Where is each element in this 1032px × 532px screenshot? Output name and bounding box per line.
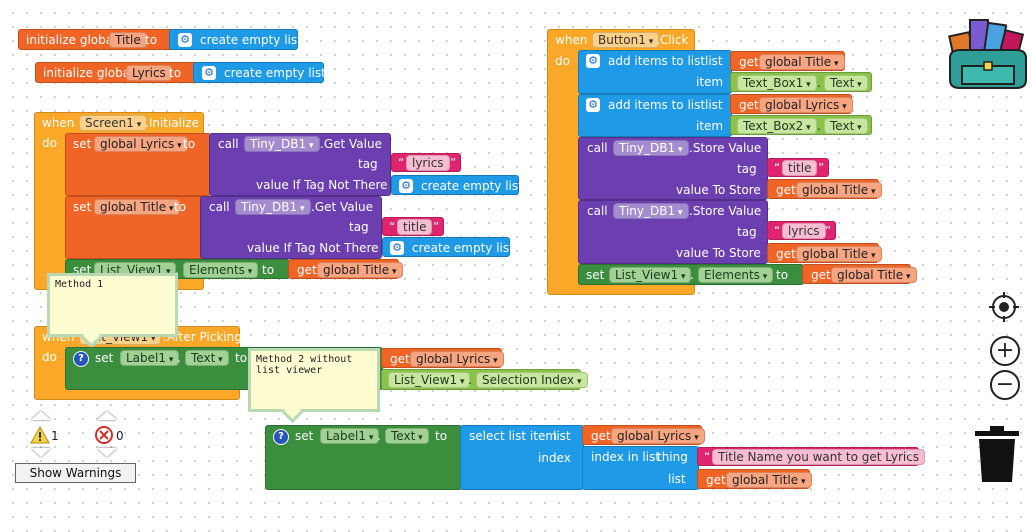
get-global-lyrics-block[interactable]: get global Lyrics bbox=[582, 425, 705, 445]
init-global-title-block[interactable]: initialize global Title to ⚙ create empt… bbox=[18, 29, 302, 50]
help-icon[interactable]: ? bbox=[73, 351, 89, 367]
screen1-dropdown[interactable]: Screen1 bbox=[79, 115, 148, 131]
tinydb-dropdown[interactable]: Tiny_DB1 bbox=[244, 136, 320, 152]
trash-icon[interactable] bbox=[974, 424, 1020, 484]
set-listview-elements-block[interactable]: set List_View1 . Elements to bbox=[578, 264, 804, 285]
add-items-to-list-block[interactable]: ⚙ add items to list list item bbox=[578, 94, 732, 137]
title-variable-name[interactable]: Title bbox=[109, 32, 147, 48]
error-down-arrow-icon[interactable] bbox=[97, 448, 117, 457]
text-lyrics-block[interactable]: “ lyrics ” bbox=[391, 153, 461, 172]
set-global-title-block[interactable]: set global Title to bbox=[65, 196, 207, 259]
warning-up-arrow-icon[interactable] bbox=[31, 411, 51, 420]
text-lyrics-block[interactable]: “ lyrics ” bbox=[767, 221, 836, 240]
show-warnings-button[interactable]: Show Warnings bbox=[15, 463, 136, 483]
error-count: 0 bbox=[116, 429, 124, 443]
tinydb-get-value-block[interactable]: call Tiny_DB1 .Get Value tag value If Ta… bbox=[209, 133, 391, 196]
zoom-in-icon[interactable]: + bbox=[990, 336, 1020, 366]
button1-dropdown[interactable]: Button1 bbox=[592, 32, 660, 48]
listview-selection-index-block[interactable]: List_View1 . Selection Index bbox=[381, 369, 588, 390]
textbox1-text-block[interactable]: Text_Box1 . Text bbox=[730, 72, 872, 92]
error-up-arrow-icon[interactable] bbox=[97, 411, 117, 420]
set-label-text-method2-block[interactable]: ? set Label1 . Text to bbox=[265, 425, 462, 490]
text-title-block[interactable]: “ title ” bbox=[767, 158, 829, 177]
get-global-title-block[interactable]: get global Title bbox=[767, 243, 882, 263]
comment-method-1[interactable]: Method 1 bbox=[47, 273, 178, 337]
warning-count: 1 bbox=[51, 429, 59, 443]
get-global-lyrics-block[interactable]: get global Lyrics bbox=[730, 94, 853, 114]
select-list-item-block[interactable]: select list item list index bbox=[460, 425, 584, 490]
create-empty-list-block[interactable]: ⚙ create empty list bbox=[169, 29, 302, 50]
get-global-title-block[interactable]: get global Title bbox=[288, 259, 403, 279]
add-items-to-list-block[interactable]: ⚙ add items to list list item bbox=[578, 50, 732, 94]
warning-icon bbox=[30, 426, 50, 444]
lyrics-variable-name[interactable]: Lyrics bbox=[126, 65, 172, 81]
get-global-title-block[interactable]: get global Title bbox=[730, 51, 845, 71]
error-icon bbox=[95, 426, 113, 444]
gear-icon[interactable]: ⚙ bbox=[399, 179, 413, 193]
recenter-icon[interactable] bbox=[988, 291, 1020, 323]
gear-icon[interactable]: ⚙ bbox=[202, 66, 216, 80]
index-in-list-block[interactable]: index in list thing list bbox=[582, 446, 699, 490]
text-title-block[interactable]: “ title ” bbox=[382, 217, 444, 236]
get-global-title-block[interactable]: get global Title bbox=[802, 264, 917, 284]
create-empty-list-block[interactable]: ⚙ create empty list bbox=[391, 175, 523, 195]
get-global-lyrics-block[interactable]: get global Lyrics bbox=[381, 348, 504, 368]
gear-icon[interactable]: ⚙ bbox=[390, 241, 404, 255]
gear-icon[interactable]: ⚙ bbox=[586, 54, 600, 68]
tinydb-store-value-block[interactable]: call Tiny_DB1 .Store Value tag value To … bbox=[578, 137, 768, 200]
help-icon[interactable]: ? bbox=[273, 429, 289, 445]
get-global-title-block[interactable]: get global Title bbox=[767, 179, 882, 199]
comment-method-2[interactable]: Method 2 without list viewer bbox=[248, 348, 380, 412]
tinydb-store-value-block[interactable]: call Tiny_DB1 .Store Value tag value To … bbox=[578, 200, 768, 264]
tinydb-dropdown[interactable]: Tiny_DB1 bbox=[235, 199, 311, 215]
get-global-title-block[interactable]: get global Title bbox=[697, 469, 812, 489]
textbox2-text-block[interactable]: Text_Box2 . Text bbox=[730, 115, 872, 135]
tinydb-get-value-block[interactable]: call Tiny_DB1 .Get Value tag value If Ta… bbox=[200, 196, 382, 259]
global-lyrics-dropdown[interactable]: global Lyrics bbox=[94, 136, 188, 152]
create-empty-list-block[interactable]: ⚙ create empty list bbox=[382, 237, 514, 257]
gear-icon[interactable]: ⚙ bbox=[178, 33, 192, 47]
backpack-icon[interactable] bbox=[946, 14, 1030, 90]
text-title-name-block[interactable]: “ Title Name you want to get Lyrics ” bbox=[697, 447, 926, 466]
gear-icon[interactable]: ⚙ bbox=[586, 98, 600, 112]
warning-down-arrow-icon[interactable] bbox=[31, 448, 51, 457]
set-global-lyrics-block[interactable]: set global Lyrics to bbox=[65, 133, 211, 196]
zoom-out-icon[interactable]: − bbox=[990, 370, 1020, 400]
global-title-dropdown[interactable]: global Title bbox=[94, 199, 180, 215]
create-empty-list-block[interactable]: ⚙ create empty list bbox=[193, 62, 326, 83]
init-global-lyrics-block[interactable]: initialize global Lyrics to ⚙ create emp… bbox=[35, 62, 326, 83]
